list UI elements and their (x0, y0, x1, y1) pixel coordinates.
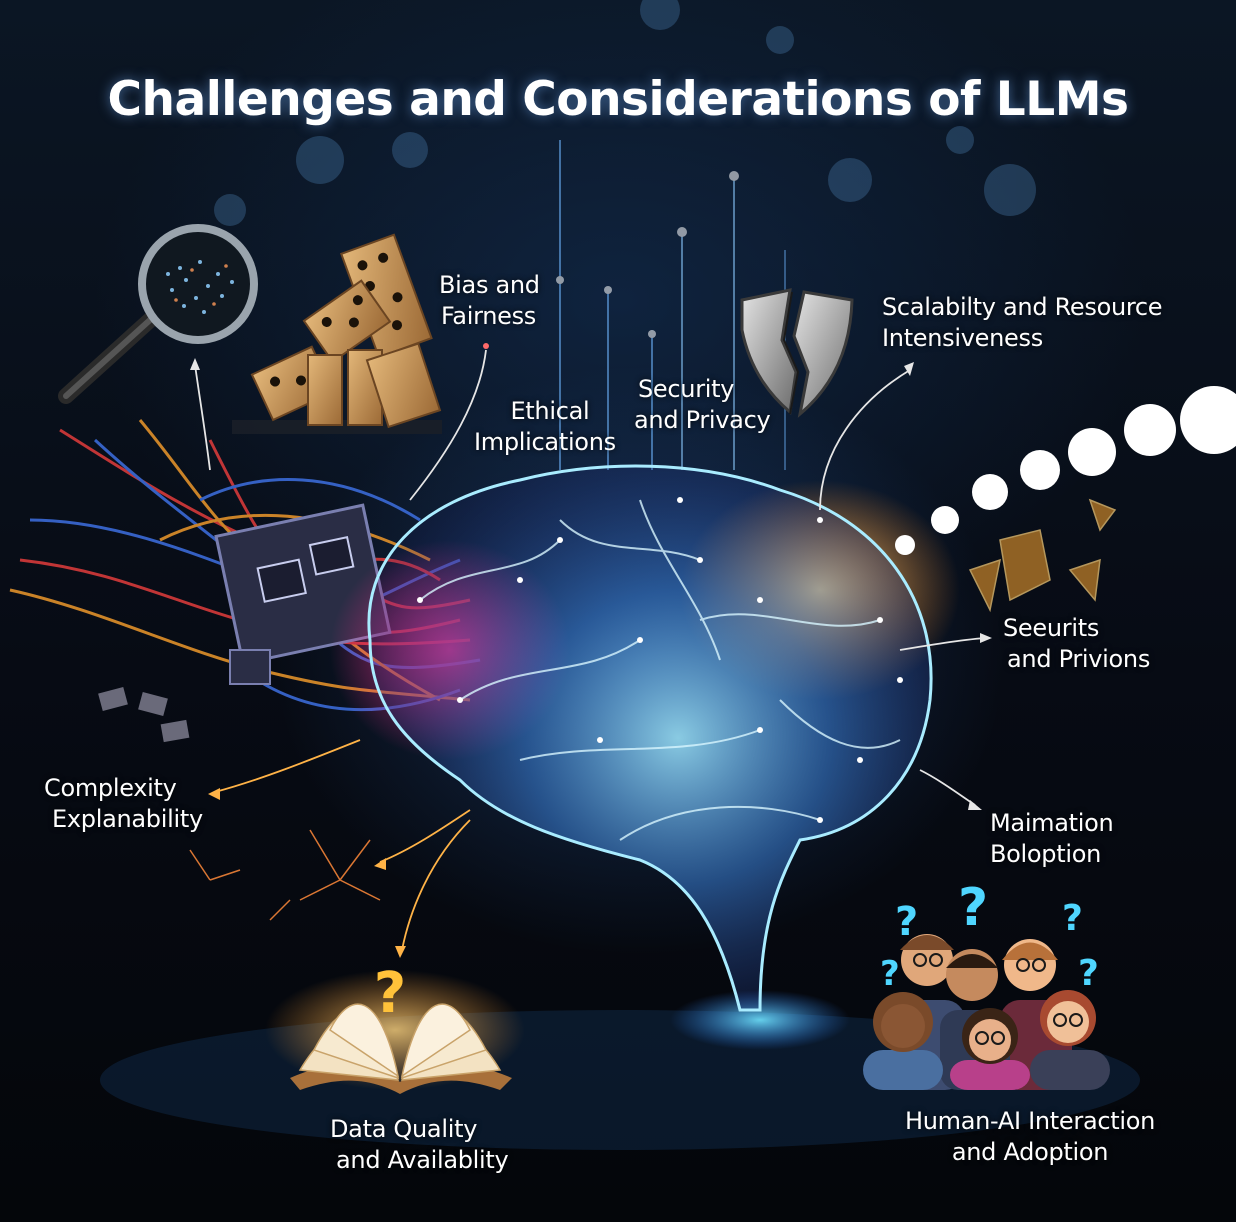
label-bias-line1: Bias and (439, 271, 540, 299)
page-title: Challenges and Considerations of LLMs (107, 72, 1129, 127)
connector-arrows (190, 343, 992, 958)
label-security-privacy: Security and Privacy (634, 374, 771, 436)
dominoes-icon (232, 233, 442, 434)
bokeh-lights (214, 0, 1036, 226)
label-human-ai-line1: Human-AI Interaction (905, 1107, 1156, 1135)
label-scalability: Scalabilty and Resource Intensiveness (882, 292, 1163, 354)
glowing-brain-icon (330, 464, 960, 1012)
label-complexity-line1: Complexity (44, 774, 177, 802)
magnifying-glass-icon (58, 224, 258, 404)
label-complexity: Complexity Explanability (44, 773, 203, 835)
label-maimation-line1: Maimation (990, 809, 1114, 837)
label-seeurits: Seeurits and Privions (1003, 613, 1150, 675)
sparks (189, 829, 381, 921)
label-scalability-line2: Intensiveness (882, 324, 1043, 352)
label-maimation: Maimation Boloption (990, 808, 1114, 870)
label-human-ai-line2: and Adoption (951, 1138, 1109, 1166)
label-ethical-line1: Ethical (510, 397, 590, 425)
label-ethical-implications: Ethical Implications (474, 396, 616, 458)
label-data-quality-line1: Data Quality (330, 1115, 478, 1143)
label-bias-line2: Fairness (441, 302, 537, 330)
label-ethical-line2: Implications (474, 428, 616, 456)
svg-text:?: ? (880, 954, 900, 994)
thought-bubbles-icon (895, 386, 1236, 555)
book-question-mark-icon: ? (374, 961, 406, 1026)
svg-text:?: ? (1062, 898, 1083, 939)
crystal-shapes (968, 498, 1117, 613)
label-bias-fairness: Bias and Fairness (439, 270, 540, 332)
label-scalability-line1: Scalabilty and Resource (882, 293, 1163, 321)
label-human-ai: Human-AI Interaction and Adoption (905, 1106, 1155, 1168)
label-security-line1: Security (638, 375, 735, 403)
label-maimation-line2: Boloption (990, 840, 1102, 868)
label-security-line2: and Privacy (634, 406, 771, 434)
svg-text:?: ? (895, 899, 918, 945)
label-seeurits-line2: and Privions (1007, 645, 1151, 673)
svg-text:?: ? (958, 878, 988, 938)
label-data-quality-line2: and Availablity (336, 1146, 509, 1174)
broken-shield-icon (740, 288, 854, 418)
people-group-icon: ? ? ? ? ? (863, 878, 1110, 1090)
svg-text:?: ? (1078, 953, 1099, 994)
open-book-icon: ? (265, 961, 525, 1094)
label-seeurits-line1: Seeurits (1003, 614, 1100, 642)
label-complexity-line2: Explanability (52, 805, 203, 833)
label-data-quality: Data Quality and Availablity (330, 1114, 509, 1176)
